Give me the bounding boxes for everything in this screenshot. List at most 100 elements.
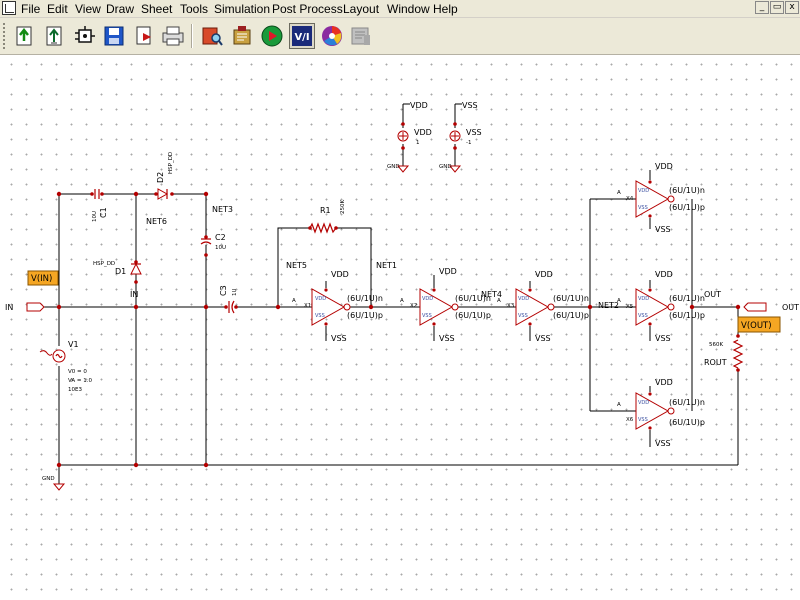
diode-d1[interactable]: HSP_DD D1 IN bbox=[93, 261, 142, 299]
capacitor-c3[interactable]: C3 1U bbox=[219, 285, 238, 314]
net4-label: NET4 bbox=[481, 290, 502, 299]
c1-label: C1 bbox=[99, 207, 108, 218]
v1-va: VA = 1.0 bbox=[68, 378, 93, 384]
menu-post-process[interactable]: Post Process bbox=[272, 2, 343, 16]
schematic-canvas[interactable]: IN OUT V(IN) V(OUT) 10U C1 D2 HSP_DD HSP… bbox=[0, 55, 800, 600]
out-net-label: OUT bbox=[704, 290, 721, 299]
supply-vdd-source[interactable]: VDD VDD 1 GND bbox=[387, 101, 432, 173]
x3-vdd-pin: VDD bbox=[518, 296, 529, 302]
menu-file[interactable]: File bbox=[21, 2, 41, 16]
inverter-x4[interactable]: A X4 VDD VSS VDD VSS (6U/1U)n (6U/1U)p bbox=[617, 162, 705, 234]
netlist-icon[interactable] bbox=[229, 23, 255, 49]
component-icon[interactable] bbox=[72, 23, 98, 49]
net6-label: NET6 bbox=[146, 217, 167, 226]
menu-sheet[interactable]: Sheet bbox=[141, 2, 173, 16]
app-icon[interactable] bbox=[2, 1, 16, 15]
net2-label: NET2 bbox=[598, 301, 619, 310]
net5-label: NET5 bbox=[286, 261, 307, 270]
inverter-x1[interactable]: A X1 VDD VSS VDD VSS (6U/1U)n (6U/1U)p bbox=[292, 270, 383, 343]
menu-view[interactable]: View bbox=[75, 2, 101, 16]
capacitor-c1[interactable]: 10U C1 bbox=[92, 189, 108, 222]
x1-vss-pin: VSS bbox=[315, 313, 325, 319]
x1-wn: (6U/1U)n bbox=[347, 294, 383, 303]
ground-main: GND bbox=[42, 476, 66, 491]
export-icon[interactable] bbox=[131, 23, 157, 49]
voltage-source-v1[interactable]: V1 V0 = 0 VA = 1.0 10E3 bbox=[39, 340, 93, 393]
resistor-rout[interactable]: 560K ROUT bbox=[704, 339, 744, 369]
run-simulation-icon[interactable] bbox=[259, 23, 285, 49]
x2-vdd-pin: VDD bbox=[422, 296, 433, 302]
save-icon[interactable] bbox=[101, 23, 127, 49]
net1-label: NET1 bbox=[376, 261, 397, 270]
in-port-label: IN bbox=[5, 303, 13, 312]
toolbar-grip[interactable] bbox=[3, 23, 9, 49]
vi-probe-icon[interactable]: V/I bbox=[289, 23, 315, 49]
menu-layout[interactable]: Layout bbox=[343, 2, 380, 16]
x5-vdd-pin: VDD bbox=[638, 296, 649, 302]
probe-vin[interactable]: V(IN) bbox=[27, 270, 59, 286]
diode-d2[interactable]: D2 HSP_DD bbox=[156, 152, 174, 200]
restore-button[interactable]: ▭ bbox=[770, 1, 784, 14]
inverter-x6[interactable]: A X6 VDD VSS VDD VSS (6U/1U)n (6U/1U)p bbox=[617, 378, 705, 448]
x6-vss-label: VSS bbox=[655, 439, 671, 448]
out-port-label: OUT bbox=[782, 303, 799, 312]
probe-vin-label: V(IN) bbox=[31, 274, 52, 284]
print-icon[interactable] bbox=[160, 23, 186, 49]
x2-vdd-label: VDD bbox=[439, 267, 457, 276]
vdd-source-name: VDD bbox=[414, 128, 432, 137]
menu-simulation[interactable]: Simulation bbox=[214, 2, 271, 16]
x6-pin-a: A bbox=[617, 402, 621, 408]
x1-label: X1 bbox=[304, 303, 311, 309]
d2-label: D2 bbox=[156, 172, 165, 183]
in-net-label: IN bbox=[130, 290, 138, 299]
menu-tools[interactable]: Tools bbox=[180, 2, 209, 16]
minimize-button[interactable]: _ bbox=[755, 1, 769, 14]
out-port[interactable]: OUT bbox=[743, 302, 799, 312]
import-icon[interactable] bbox=[42, 23, 68, 49]
report-icon[interactable] bbox=[348, 23, 374, 49]
x6-wp: (6U/1U)p bbox=[669, 418, 705, 427]
x2-pin-a: A bbox=[400, 298, 404, 304]
inverter-x3[interactable]: A X3 VDD VSS VDD VSS (6U/1U)n (6U/1U)p bbox=[497, 270, 589, 343]
x2-vss-label: VSS bbox=[439, 334, 455, 343]
inverter-x2[interactable]: A X2 VDD VSS VDD VSS (6U/1U)n (6U/1U)p bbox=[400, 267, 491, 343]
vdd-supply-label: VDD bbox=[410, 101, 428, 110]
zoom-page-icon[interactable] bbox=[199, 23, 225, 49]
x4-vdd-pin: VDD bbox=[638, 188, 649, 194]
x3-pin-a: A bbox=[497, 298, 501, 304]
probe-vout-label: V(OUT) bbox=[741, 321, 772, 331]
x3-vss-label: VSS bbox=[535, 334, 551, 343]
close-button[interactable]: x bbox=[785, 1, 799, 14]
vss-source-value: -1 bbox=[466, 140, 471, 146]
x4-wn: (6U/1U)n bbox=[669, 186, 705, 195]
x4-wp: (6U/1U)p bbox=[669, 203, 705, 212]
x4-vss-label: VSS bbox=[655, 225, 671, 234]
inverter-x5[interactable]: A X5 VDD VSS VDD VSS (6U/1U)n (6U/1U)p bbox=[617, 270, 705, 343]
x6-vdd-pin: VDD bbox=[638, 400, 649, 406]
color-wheel-icon[interactable] bbox=[319, 23, 345, 49]
menu-edit[interactable]: Edit bbox=[47, 2, 68, 16]
x2-wp: (6U/1U)p bbox=[455, 311, 491, 320]
menu-draw[interactable]: Draw bbox=[106, 2, 135, 16]
menu-help[interactable]: Help bbox=[433, 2, 458, 16]
x5-pin-a: A bbox=[617, 298, 621, 304]
x1-pin-a: A bbox=[292, 298, 296, 304]
capacitor-c2[interactable]: C2 10U bbox=[200, 233, 226, 251]
menu-bar: File Edit View Draw Sheet Tools Simulati… bbox=[0, 0, 800, 18]
x3-wn: (6U/1U)n bbox=[553, 294, 589, 303]
supply-vss-source[interactable]: VSS VSS -1 GND bbox=[439, 101, 482, 173]
menu-window[interactable]: Window bbox=[387, 2, 430, 16]
in-port[interactable]: IN bbox=[5, 302, 45, 312]
probe-vout[interactable]: V(OUT) bbox=[737, 316, 781, 333]
c2-label: C2 bbox=[215, 233, 226, 242]
x1-vdd-label: VDD bbox=[331, 270, 349, 279]
schematic-drawing[interactable]: IN OUT V(IN) V(OUT) 10U C1 D2 HSP_DD HSP… bbox=[0, 55, 800, 600]
r1-value: 250K bbox=[340, 200, 346, 214]
net3-label: NET3 bbox=[212, 205, 233, 214]
d1-model: HSP_DD bbox=[93, 261, 115, 267]
vdd-gnd-label: GND bbox=[387, 164, 400, 170]
x1-wp: (6U/1U)p bbox=[347, 311, 383, 320]
open-icon[interactable] bbox=[12, 23, 38, 49]
x5-wp: (6U/1U)p bbox=[669, 311, 705, 320]
resistor-r1[interactable]: R1 250K bbox=[309, 200, 346, 234]
